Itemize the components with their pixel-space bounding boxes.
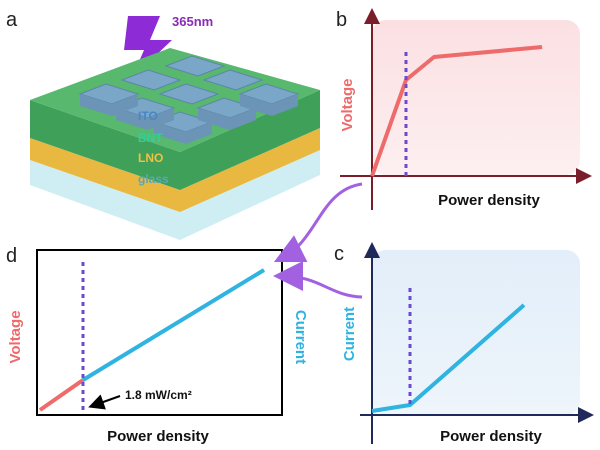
panel-c-xlabel: Power density	[440, 428, 542, 445]
panel-d-ylabel-current: Current	[292, 310, 309, 364]
panel-d-current-segment	[81, 268, 266, 382]
wavelength-label: 365nm	[172, 14, 213, 29]
bnt-layer	[30, 90, 320, 190]
panel-a-label: a	[6, 9, 18, 31]
connector-arrows	[273, 182, 363, 299]
layer-label-ito: ITO	[138, 109, 158, 123]
layer-label-glass: glass	[138, 172, 169, 186]
threshold-annotation: 1.8 mW/cm²	[125, 388, 192, 402]
uv-lightning-icon	[124, 16, 172, 78]
device-stack	[30, 48, 320, 240]
panel-d-xlabel: Power density	[107, 428, 209, 445]
layer-label-lno: LNO	[138, 151, 163, 165]
panel-c-label: c	[334, 243, 344, 265]
lno-layer	[30, 128, 320, 212]
glass-layer	[30, 150, 320, 240]
arrow-from-b-to-d	[273, 182, 363, 263]
panel-b-xlabel: Power density	[438, 192, 540, 209]
panel-b: b Voltage Power density	[336, 8, 592, 210]
panel-d: d 1.8 mW/cm² Voltage Current Power densi…	[6, 245, 309, 445]
panel-d-label: d	[6, 245, 17, 267]
panel-b-background	[372, 20, 580, 175]
layer-label-bnt: BNT	[138, 131, 163, 145]
panel-c-ylabel: Current	[341, 307, 358, 361]
panel-b-label: b	[336, 9, 347, 31]
panel-c-current-curve	[371, 303, 526, 413]
panel-d-voltage-segment	[38, 378, 85, 412]
arrow-from-c-to-d	[273, 261, 363, 299]
annotation-arrow	[88, 394, 121, 410]
panel-d-frame	[36, 249, 283, 416]
panel-b-voltage-curve	[370, 45, 543, 177]
panel-c: c Current Power density	[334, 242, 594, 445]
panel-a: a 365nm	[6, 9, 320, 240]
panel-d-ylabel-voltage: Voltage	[7, 310, 24, 363]
panel-c-background	[372, 250, 580, 415]
panel-b-ylabel: Voltage	[339, 78, 356, 131]
